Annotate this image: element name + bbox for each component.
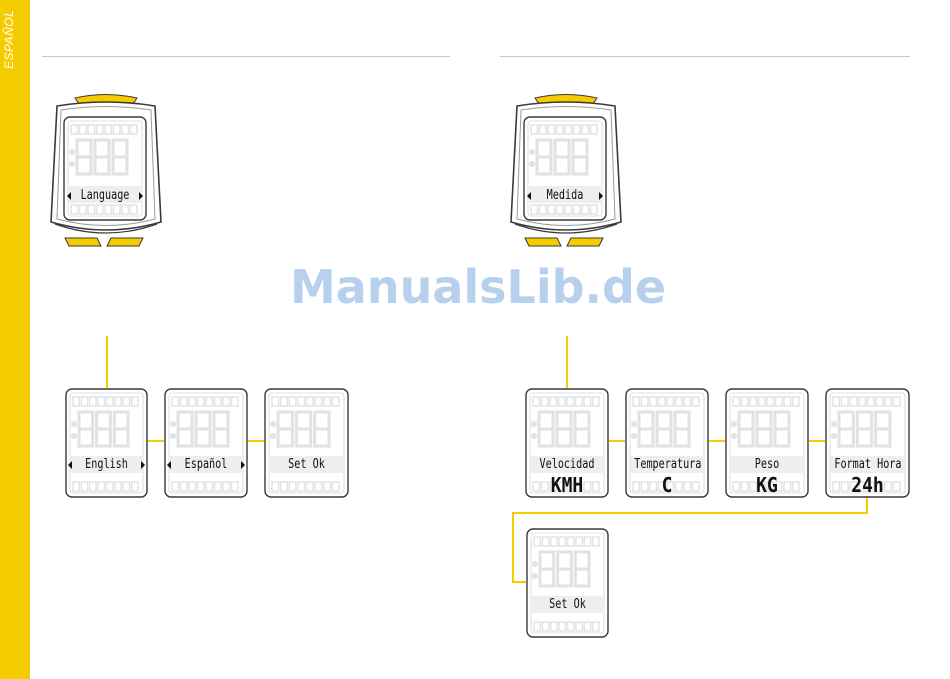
device-screen: Language (63, 116, 147, 221)
lcd-screen-english: English (65, 388, 148, 498)
device-language: Language (47, 92, 165, 252)
arrow-right-icon (241, 461, 245, 469)
watermark-text: ManualsLib.de (290, 257, 670, 317)
screen-setting-value: KMH (529, 473, 605, 497)
lcd-screen-weight: Peso KG (725, 388, 809, 498)
right-divider-rule (500, 56, 910, 57)
screen-option-label: Español (173, 455, 239, 475)
arrow-left-icon (68, 461, 72, 469)
screen-setting-label: Temperatura (634, 455, 700, 475)
connector-line (809, 440, 825, 442)
device-screen: Medida (523, 116, 607, 221)
device-units: Medida (507, 92, 625, 252)
screen-setting-label: Format Hora (834, 455, 900, 475)
arrow-right-icon (599, 192, 603, 200)
device-screen-label: Medida (532, 186, 598, 206)
connector-line (248, 440, 264, 442)
connector-line (709, 440, 725, 442)
connector-line (866, 498, 868, 513)
left-divider-rule (42, 56, 450, 57)
screen-setting-label: Velocidad (534, 455, 600, 475)
connector-line (609, 440, 625, 442)
lcd-screen-temperature: Temperatura C (625, 388, 709, 498)
language-side-tab: ESPAÑOL (0, 0, 30, 679)
screen-confirm-label: Set Ok (535, 595, 600, 615)
screen-setting-label: Peso (734, 455, 800, 475)
arrow-left-icon (167, 461, 171, 469)
screen-setting-value: C (629, 473, 705, 497)
connector-line (512, 512, 868, 514)
screen-confirm-label: Set Ok (273, 455, 339, 475)
lcd-screen-set-ok-final: Set Ok (526, 528, 609, 638)
connector-line (512, 512, 514, 582)
device-screen-label: Language (72, 186, 138, 206)
connector-line (106, 336, 108, 388)
lcd-screen-espanol: Español (164, 388, 248, 498)
screen-option-label: English (74, 455, 139, 475)
screen-setting-value: KG (729, 473, 805, 497)
lcd-screen-speed: Velocidad KMH (525, 388, 609, 498)
arrow-right-icon (141, 461, 145, 469)
arrow-left-icon (67, 192, 71, 200)
side-tab-label: ESPAÑOL (2, 10, 28, 110)
connector-line (148, 440, 164, 442)
arrow-right-icon (139, 192, 143, 200)
lcd-screen-set-ok: Set Ok (264, 388, 349, 498)
screen-setting-value: 24h (829, 473, 906, 497)
arrow-left-icon (527, 192, 531, 200)
lcd-screen-time-format: Format Hora 24h (825, 388, 910, 498)
connector-line (566, 336, 568, 388)
connector-line (512, 581, 526, 583)
